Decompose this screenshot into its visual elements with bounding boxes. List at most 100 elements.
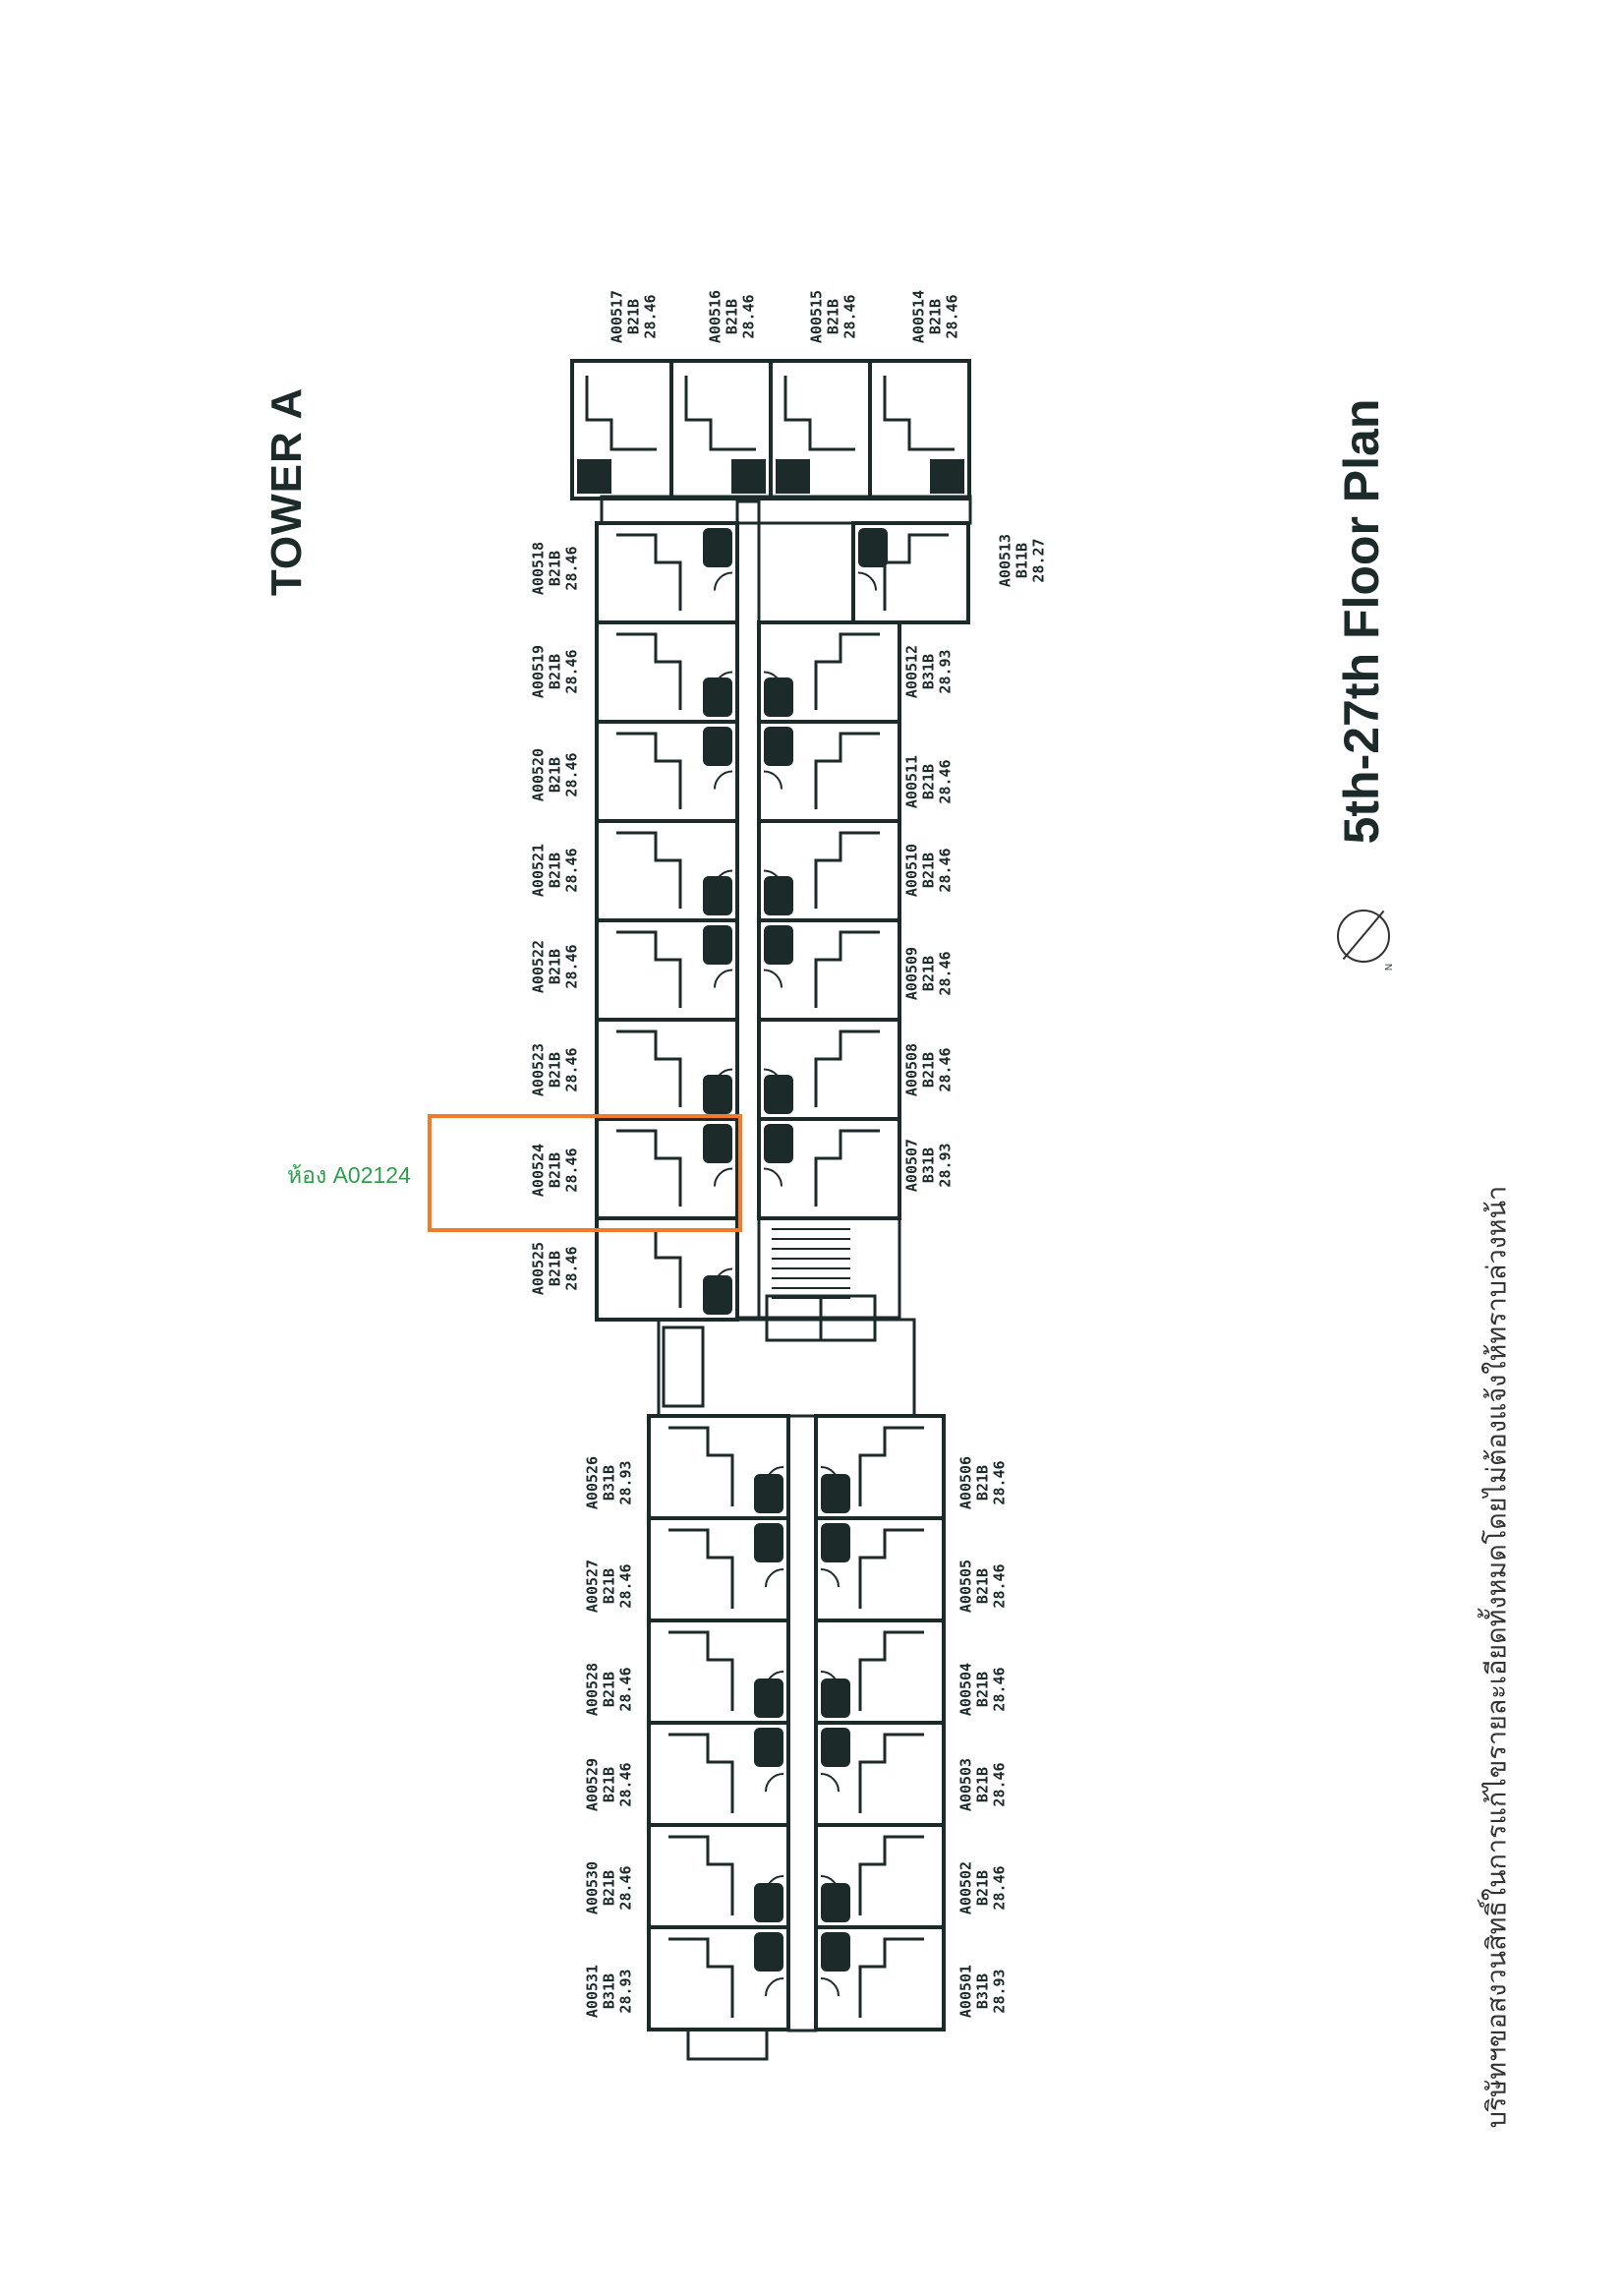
door-swing bbox=[763, 770, 783, 790]
room-partition bbox=[858, 1630, 924, 1711]
bathroom bbox=[703, 1075, 732, 1114]
unit-id: A00515 bbox=[807, 289, 826, 344]
unit-type: B21B bbox=[546, 1250, 564, 1287]
unit-area: 28.46 bbox=[990, 1762, 1009, 1807]
door-swing bbox=[714, 671, 733, 690]
unit-type: B11B bbox=[1013, 542, 1031, 579]
room-partition bbox=[684, 376, 756, 451]
room-partition bbox=[616, 1129, 682, 1207]
door-swing bbox=[820, 1568, 840, 1588]
door-swing bbox=[857, 571, 877, 591]
unit-type: B21B bbox=[600, 1671, 618, 1708]
unit-id: A00527 bbox=[583, 1559, 602, 1614]
room-partition bbox=[814, 1129, 880, 1207]
room-partition bbox=[668, 1733, 734, 1813]
bathroom bbox=[764, 1124, 793, 1163]
bathroom bbox=[821, 1883, 850, 1922]
unit-id: A00508 bbox=[902, 1042, 921, 1097]
unit-type: B21B bbox=[546, 756, 564, 794]
unit-area: 28.93 bbox=[990, 1969, 1009, 2014]
door-swing bbox=[765, 1466, 784, 1486]
bathroom bbox=[821, 1728, 850, 1767]
door-swing bbox=[763, 1167, 783, 1187]
unit-area: 28.93 bbox=[936, 649, 955, 694]
door-swing bbox=[714, 969, 733, 988]
door-swing bbox=[765, 1773, 784, 1793]
door-swing bbox=[763, 969, 783, 988]
unit-type: B21B bbox=[624, 298, 643, 335]
room-partition bbox=[858, 1528, 924, 1609]
unit-area: 28.27 bbox=[1029, 538, 1048, 583]
unit-area: 28.46 bbox=[616, 1762, 635, 1807]
room-partition bbox=[814, 930, 880, 1008]
bathroom bbox=[764, 677, 793, 717]
unit-type: B31B bbox=[973, 1972, 992, 2010]
unit-id: A00511 bbox=[902, 754, 921, 809]
unit-id: A00525 bbox=[529, 1241, 548, 1296]
unit-area: 28.46 bbox=[562, 1246, 581, 1291]
highlighted-room-note: ห้อง A02124 bbox=[287, 1162, 411, 1188]
unit-id: A00516 bbox=[706, 289, 725, 344]
unit-type: B21B bbox=[973, 1766, 992, 1803]
unit-area: 28.46 bbox=[943, 294, 961, 339]
unit-area: 28.46 bbox=[936, 951, 955, 996]
unit-type: B21B bbox=[546, 653, 564, 690]
room-partition bbox=[616, 1030, 682, 1107]
unit-area: 28.46 bbox=[990, 1667, 1009, 1712]
unit-type: B21B bbox=[973, 1869, 992, 1907]
bathroom bbox=[754, 1883, 783, 1922]
bathroom bbox=[821, 1932, 850, 1972]
bathroom bbox=[776, 459, 810, 494]
door-swing bbox=[714, 571, 733, 591]
room-partition bbox=[616, 533, 682, 611]
unit-id: A00521 bbox=[529, 843, 548, 898]
unit-type: B21B bbox=[546, 1051, 564, 1089]
room-partition bbox=[814, 1030, 880, 1107]
unit-type: B21B bbox=[973, 1671, 992, 1708]
bathroom bbox=[703, 1275, 732, 1315]
bathroom bbox=[764, 1075, 793, 1114]
door-swing bbox=[820, 1875, 840, 1895]
door-swing bbox=[765, 1977, 784, 1997]
unit-A00513 bbox=[851, 521, 970, 624]
unit-area: 28.93 bbox=[936, 1143, 955, 1188]
unit-A00525 bbox=[595, 1216, 739, 1322]
door-swing bbox=[763, 671, 783, 690]
unit-type: B31B bbox=[919, 1147, 938, 1184]
corridor-top bbox=[600, 495, 972, 525]
unit-id: A00518 bbox=[529, 541, 548, 596]
unit-area: 28.46 bbox=[990, 1865, 1009, 1911]
unit-area: 28.93 bbox=[616, 1460, 635, 1505]
bathroom bbox=[754, 1932, 783, 1972]
room-partition bbox=[616, 732, 682, 809]
unit-area: 28.46 bbox=[641, 294, 660, 339]
unit-type: B21B bbox=[919, 1051, 938, 1089]
room-partition bbox=[616, 831, 682, 909]
door-swing bbox=[714, 869, 733, 889]
unit-area: 28.46 bbox=[990, 1563, 1009, 1609]
room-partition bbox=[616, 1228, 682, 1308]
room-partition bbox=[616, 632, 682, 710]
room-partition bbox=[858, 1426, 924, 1506]
unit-area: 28.46 bbox=[562, 649, 581, 694]
unit-id: A00526 bbox=[583, 1455, 602, 1510]
unit-type: B21B bbox=[546, 550, 564, 587]
room-partition bbox=[783, 376, 855, 451]
corridor-lower bbox=[786, 1414, 818, 2032]
unit-area: 28.46 bbox=[739, 294, 758, 339]
unit-A00507 bbox=[757, 1117, 901, 1220]
